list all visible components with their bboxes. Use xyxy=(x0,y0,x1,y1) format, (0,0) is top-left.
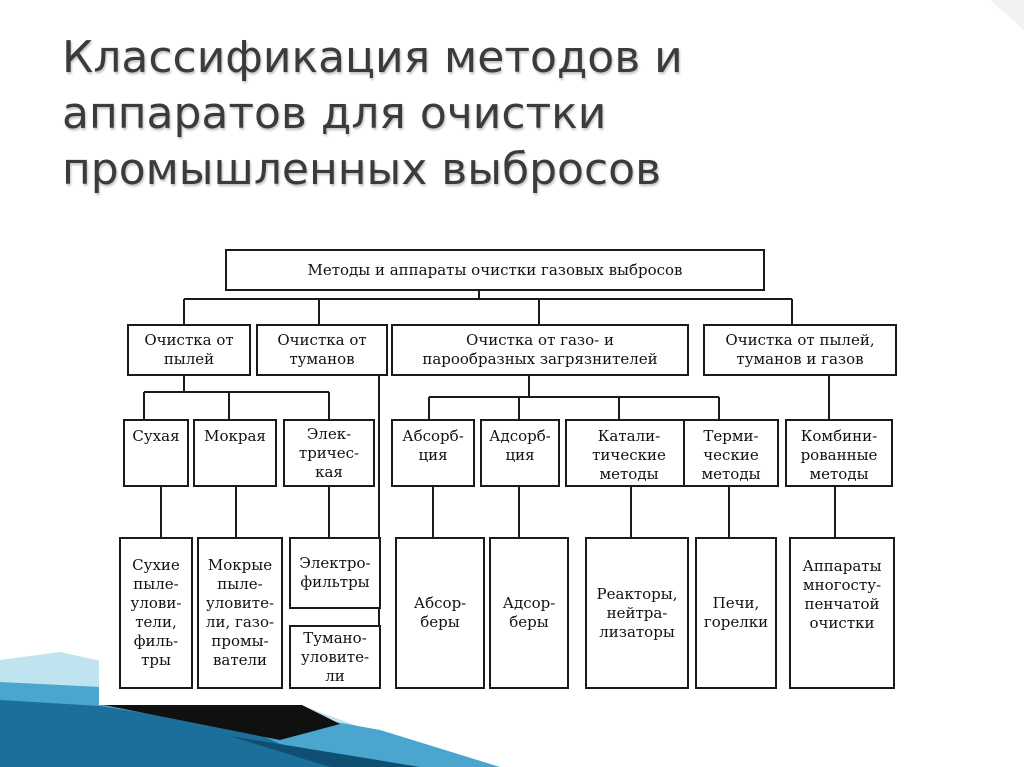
apparatus-adsorbers: Адсор- беры xyxy=(489,537,569,689)
apparatus-dry-collectors: Сухие пыле- улови- тели, филь- тры xyxy=(119,537,193,689)
apparatus-absorbers: Абсор- беры xyxy=(395,537,485,689)
apparatus-wet-collectors: Мокрые пыле- уловите- ли, газо- промы- в… xyxy=(197,537,283,689)
title-line-2: аппаратов для очистки xyxy=(62,88,607,139)
apparatus-multistage: Аппараты многосту- пенчатой очистки xyxy=(789,537,895,689)
method-catalytic-label: Катали- тические методы xyxy=(592,427,666,483)
top-right-arrow-shape xyxy=(990,0,1024,30)
apparatus-electrofilters: Электро- фильтры xyxy=(289,537,381,609)
method-combined: Комбини- рованные методы xyxy=(785,419,893,487)
apparatus-dry-collectors-label: Сухие пыле- улови- тели, филь- тры xyxy=(130,556,182,669)
method-thermal: Терми- ческие методы xyxy=(683,419,779,487)
corner-ribbon-dark xyxy=(0,700,330,767)
apparatus-absorbers-label: Абсор- беры xyxy=(413,594,467,631)
method-adsorption: Адсорб- ция xyxy=(480,419,560,487)
method-catalytic: Катали- тические методы xyxy=(565,419,693,487)
apparatus-wet-collectors-label: Мокрые пыле- уловите- ли, газо- промы- в… xyxy=(205,556,275,669)
root-box: Методы и аппараты очистки газовых выброс… xyxy=(225,249,765,291)
apparatus-mist-catchers-label: Тумано- уловите- ли xyxy=(300,628,370,685)
diagram-connectors xyxy=(143,291,836,625)
corner-ribbon-black xyxy=(99,704,340,740)
method-thermal-label: Терми- ческие методы xyxy=(701,427,761,483)
apparatus-reactors: Реакторы, нейтра- лизаторы xyxy=(585,537,689,689)
group-gas-vapor-label: Очистка от газо- и парообразных загрязни… xyxy=(422,331,658,368)
method-combined-label: Комбини- рованные методы xyxy=(800,427,878,483)
group-combined: Очистка от пылей, туманов и газов xyxy=(703,324,897,376)
group-dust: Очистка от пылей xyxy=(127,324,251,376)
method-dry: Сухая xyxy=(123,419,189,487)
method-wet-label: Мокрая xyxy=(204,427,266,445)
apparatus-furnaces-label: Печи, горелки xyxy=(703,594,769,631)
apparatus-electrofilters-label: Электро- фильтры xyxy=(299,554,371,591)
root-label: Методы и аппараты очистки газовых выброс… xyxy=(307,260,683,279)
apparatus-multistage-label: Аппараты многосту- пенчатой очистки xyxy=(802,557,882,632)
apparatus-adsorbers-label: Адсор- беры xyxy=(502,594,556,631)
apparatus-mist-catchers: Тумано- уловите- ли xyxy=(289,625,381,689)
method-adsorption-label: Адсорб- ция xyxy=(489,427,551,464)
classification-diagram: Методы и аппараты очистки газовых выброс… xyxy=(99,229,917,705)
method-absorption-label: Абсорб- ция xyxy=(402,427,464,464)
group-mist: Очистка от туманов xyxy=(256,324,388,376)
method-electric-label: Элек- тричес- кая xyxy=(298,424,360,481)
group-combined-label: Очистка от пылей, туманов и газов xyxy=(725,331,875,368)
apparatus-furnaces: Печи, горелки xyxy=(695,537,777,689)
page-title: Классификация методов и аппаратов для оч… xyxy=(62,30,822,198)
method-dry-label: Сухая xyxy=(132,427,180,445)
corner-ribbon-edge xyxy=(230,736,420,767)
title-line-3: промышленных выбросов xyxy=(62,144,662,195)
method-wet: Мокрая xyxy=(193,419,277,487)
group-gas-vapor: Очистка от газо- и парообразных загрязни… xyxy=(391,324,689,376)
method-electric: Элек- тричес- кая xyxy=(283,419,375,487)
method-absorption: Абсорб- ция xyxy=(391,419,475,487)
apparatus-reactors-label: Реакторы, нейтра- лизаторы xyxy=(596,584,678,641)
group-dust-label: Очистка от пылей xyxy=(144,331,234,368)
group-mist-label: Очистка от туманов xyxy=(277,331,367,368)
title-line-1: Классификация методов и xyxy=(62,32,683,83)
